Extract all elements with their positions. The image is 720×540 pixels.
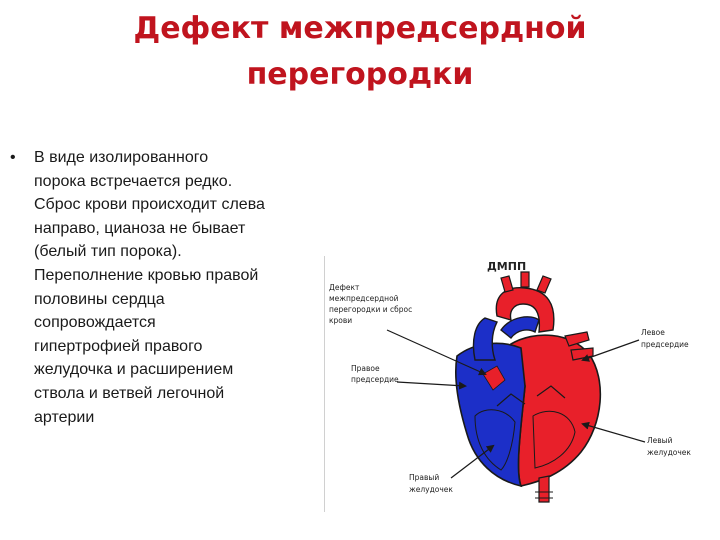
arrow-left-ventricle bbox=[581, 421, 646, 443]
label-defect-line-2: межпредсердной bbox=[329, 294, 399, 303]
label-defect-line-3: перегородки и сброс bbox=[329, 305, 412, 314]
septal-defect-shunt bbox=[482, 365, 506, 391]
aorta-shape bbox=[495, 287, 555, 333]
heart-illustration bbox=[454, 271, 602, 503]
label-defect: Дефект межпредсердной перегородки и сбро… bbox=[329, 283, 487, 376]
arrow-right-ventricle bbox=[450, 444, 495, 479]
descending-aorta-shape bbox=[538, 475, 550, 503]
label-left-atrium-line-2: предсердие bbox=[641, 340, 689, 349]
label-right-ventricle: Правый желудочек bbox=[409, 444, 495, 494]
slide-title: Дефект межпредсердной перегородки bbox=[0, 6, 720, 98]
label-left-ventricle-line-2: желудочек bbox=[647, 448, 691, 457]
label-right-atrium: Правое предсердие bbox=[351, 364, 467, 390]
label-right-atrium-line-1: Правое bbox=[351, 364, 380, 373]
label-defect-line-4: крови bbox=[329, 316, 352, 325]
heart-diagram: ДМПП bbox=[329, 260, 691, 503]
tricuspid-valve bbox=[496, 393, 526, 407]
arrow-left-atrium bbox=[581, 339, 640, 362]
label-right-ventricle-line-1: Правый bbox=[409, 473, 439, 482]
mitral-valve bbox=[536, 385, 566, 399]
pulmonary-vein-1 bbox=[564, 331, 590, 347]
label-left-atrium: Левое предсердие bbox=[581, 328, 689, 362]
bullet-text: В виде изолированного порока встречается… bbox=[34, 149, 265, 426]
bullet-icon: • bbox=[10, 149, 16, 166]
label-left-atrium-line-1: Левое bbox=[641, 328, 665, 337]
right-ventricle-cavity bbox=[474, 409, 516, 471]
slide-title-line-1: Дефект межпредсердной bbox=[133, 11, 587, 46]
heart-figure: ДМПП bbox=[324, 256, 719, 512]
figure-title: ДМПП bbox=[487, 260, 526, 273]
left-ventricle-cavity bbox=[532, 410, 576, 469]
superior-vena-cava-shape bbox=[472, 317, 498, 361]
arrow-defect bbox=[386, 329, 487, 376]
slide-title-line-2: перегородки bbox=[246, 57, 474, 92]
label-right-atrium-line-2: предсердие bbox=[351, 375, 399, 384]
right-heart-shape bbox=[454, 342, 526, 488]
aorta-branch-3 bbox=[536, 275, 552, 294]
arrow-right-atrium bbox=[396, 381, 467, 390]
label-right-ventricle-line-2: желудочек bbox=[409, 485, 453, 494]
label-left-ventricle-line-1: Левый bbox=[647, 436, 673, 445]
label-defect-line-1: Дефект bbox=[329, 283, 360, 292]
aorta-branch-2 bbox=[520, 271, 530, 288]
pulmonary-artery-shape bbox=[500, 316, 540, 339]
bullet-list: • В виде изолированного порока встречает… bbox=[10, 146, 310, 429]
label-left-ventricle: Левый желудочек bbox=[581, 421, 691, 457]
aorta-branch-1 bbox=[500, 275, 514, 293]
